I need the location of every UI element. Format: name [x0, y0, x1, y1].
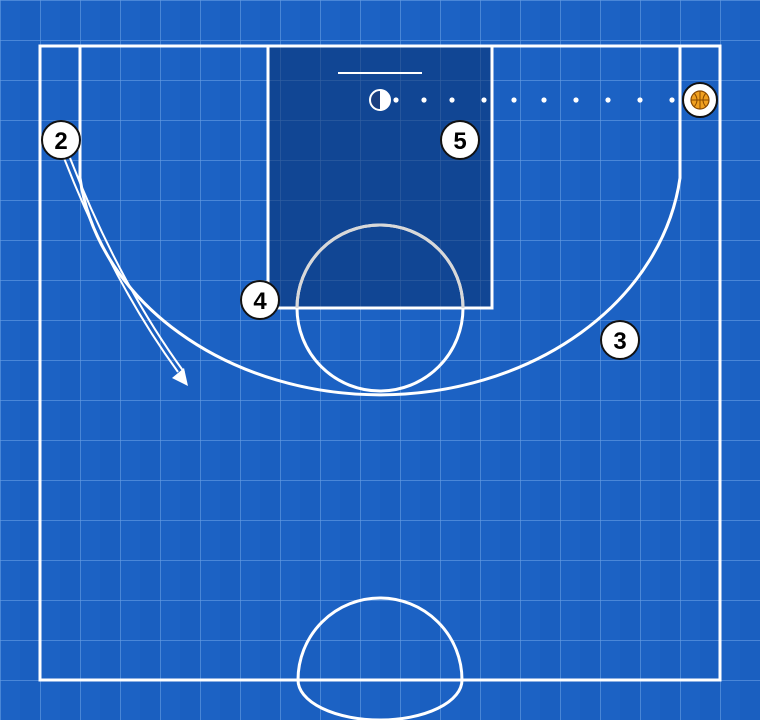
free-throw-circle-top-half [295, 223, 465, 309]
center-circle [296, 596, 464, 681]
player-4[interactable]: 4 [240, 280, 280, 320]
key-paint [268, 46, 492, 308]
player-2-label: 2 [54, 128, 67, 155]
player-2-cut-arrow [63, 157, 188, 386]
player-2[interactable]: 2 [41, 120, 81, 160]
player-5[interactable]: 5 [440, 120, 480, 160]
player-3[interactable]: 3 [600, 320, 640, 360]
ball-holder-marker [682, 82, 718, 118]
court-boundary [38, 44, 722, 682]
player-3-label: 3 [613, 328, 626, 355]
player-5-label: 5 [453, 128, 466, 155]
pass-dotted-line [393, 97, 675, 103]
three-point-line [78, 46, 682, 397]
basket-icon [369, 89, 391, 111]
basketball-icon [690, 90, 710, 110]
key-outline [266, 46, 494, 310]
player-4-label: 4 [253, 288, 267, 315]
